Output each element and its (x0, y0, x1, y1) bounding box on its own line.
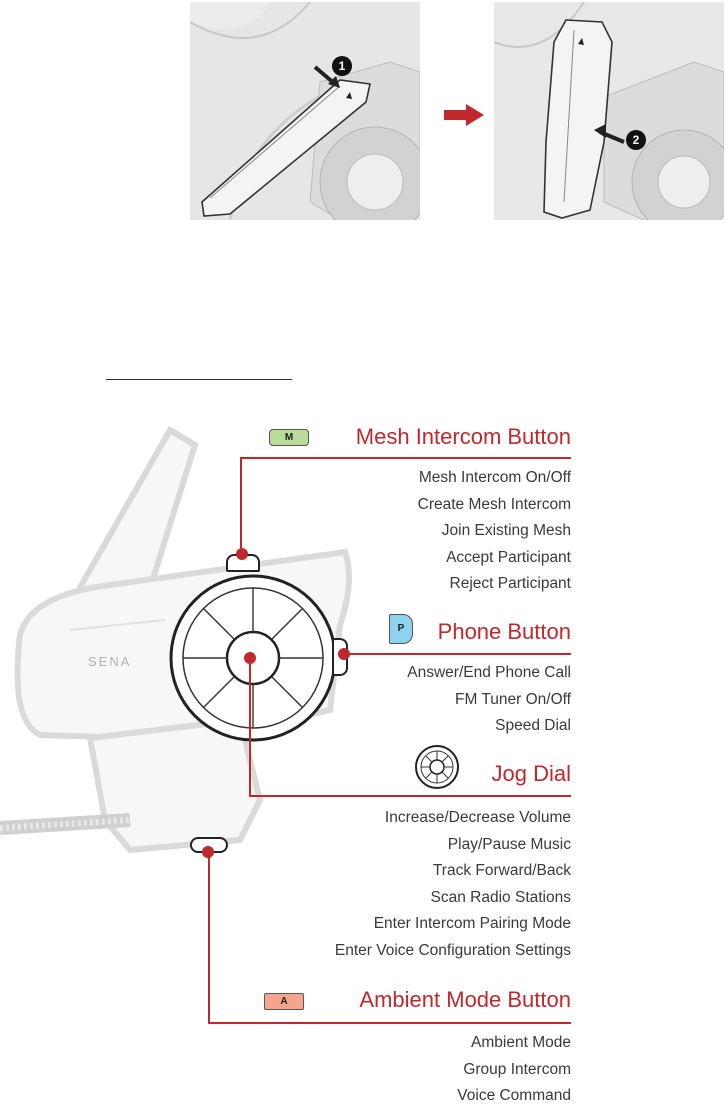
ambient-leader-horizontal (208, 1022, 571, 1024)
list-item: FM Tuner On/Off (454, 690, 571, 708)
ambient-leader-vertical (208, 852, 210, 1022)
list-item: Track Forward/Back (432, 862, 571, 880)
jog-dial-icon (415, 745, 459, 789)
list-item: Create Mesh Intercom (417, 495, 571, 513)
list-item: Ambient Mode (471, 1034, 571, 1051)
ambient-function-list: Ambient Mode Group Intercom Voice Comman… (457, 1030, 571, 1110)
mesh-badge-icon: M (269, 429, 309, 446)
phone-badge-icon: P (389, 614, 413, 644)
jog-leader-vertical (249, 658, 251, 795)
step1-number-badge: 1 (332, 56, 352, 76)
right-arrow-icon (444, 104, 484, 126)
list-item: Enter Voice Configuration Settings (334, 941, 571, 959)
list-item: Answer/End Phone Call (407, 664, 571, 681)
jog-leader-horizontal (249, 795, 571, 797)
step2-number-badge: 2 (626, 130, 646, 150)
list-item: Mesh Intercom On/Off (418, 469, 571, 486)
list-item: Group Intercom (463, 1060, 571, 1078)
phone-leader-horizontal (344, 653, 571, 655)
section-heading-underline (106, 379, 292, 380)
list-item: Voice Command (457, 1087, 571, 1105)
ambient-mode-title: Ambient Mode Button (359, 987, 571, 1012)
list-item: Reject Participant (449, 575, 571, 593)
list-item: Increase/Decrease Volume (384, 809, 571, 826)
install-step2-illustration: 2 (494, 2, 724, 220)
mesh-button-dot (236, 548, 248, 560)
list-item: Play/Pause Music (447, 835, 571, 853)
mesh-intercom-title: Mesh Intercom Button (355, 424, 571, 449)
list-item: Accept Participant (446, 548, 571, 566)
list-item: Speed Dial (495, 717, 571, 735)
list-item: Enter Intercom Pairing Mode (373, 915, 571, 933)
mesh-leader-vertical (240, 457, 242, 553)
jog-function-list: Increase/Decrease Volume Play/Pause Musi… (335, 805, 571, 965)
jog-dial-graphic (169, 574, 337, 742)
mesh-function-list: Mesh Intercom On/Off Create Mesh Interco… (418, 465, 571, 598)
ambient-badge-icon: A (264, 993, 304, 1010)
phone-button-title: Phone Button (437, 619, 571, 644)
mesh-leader-horizontal (240, 457, 571, 459)
sena-brand-label: SENA (88, 654, 131, 669)
list-item: Join Existing Mesh (441, 522, 571, 540)
install-step1-illustration: 1 (190, 2, 420, 220)
phone-function-list: Answer/End Phone Call FM Tuner On/Off Sp… (407, 660, 571, 740)
list-item: Scan Radio Stations (430, 888, 571, 906)
jog-dial-title: Jog Dial (491, 761, 571, 786)
